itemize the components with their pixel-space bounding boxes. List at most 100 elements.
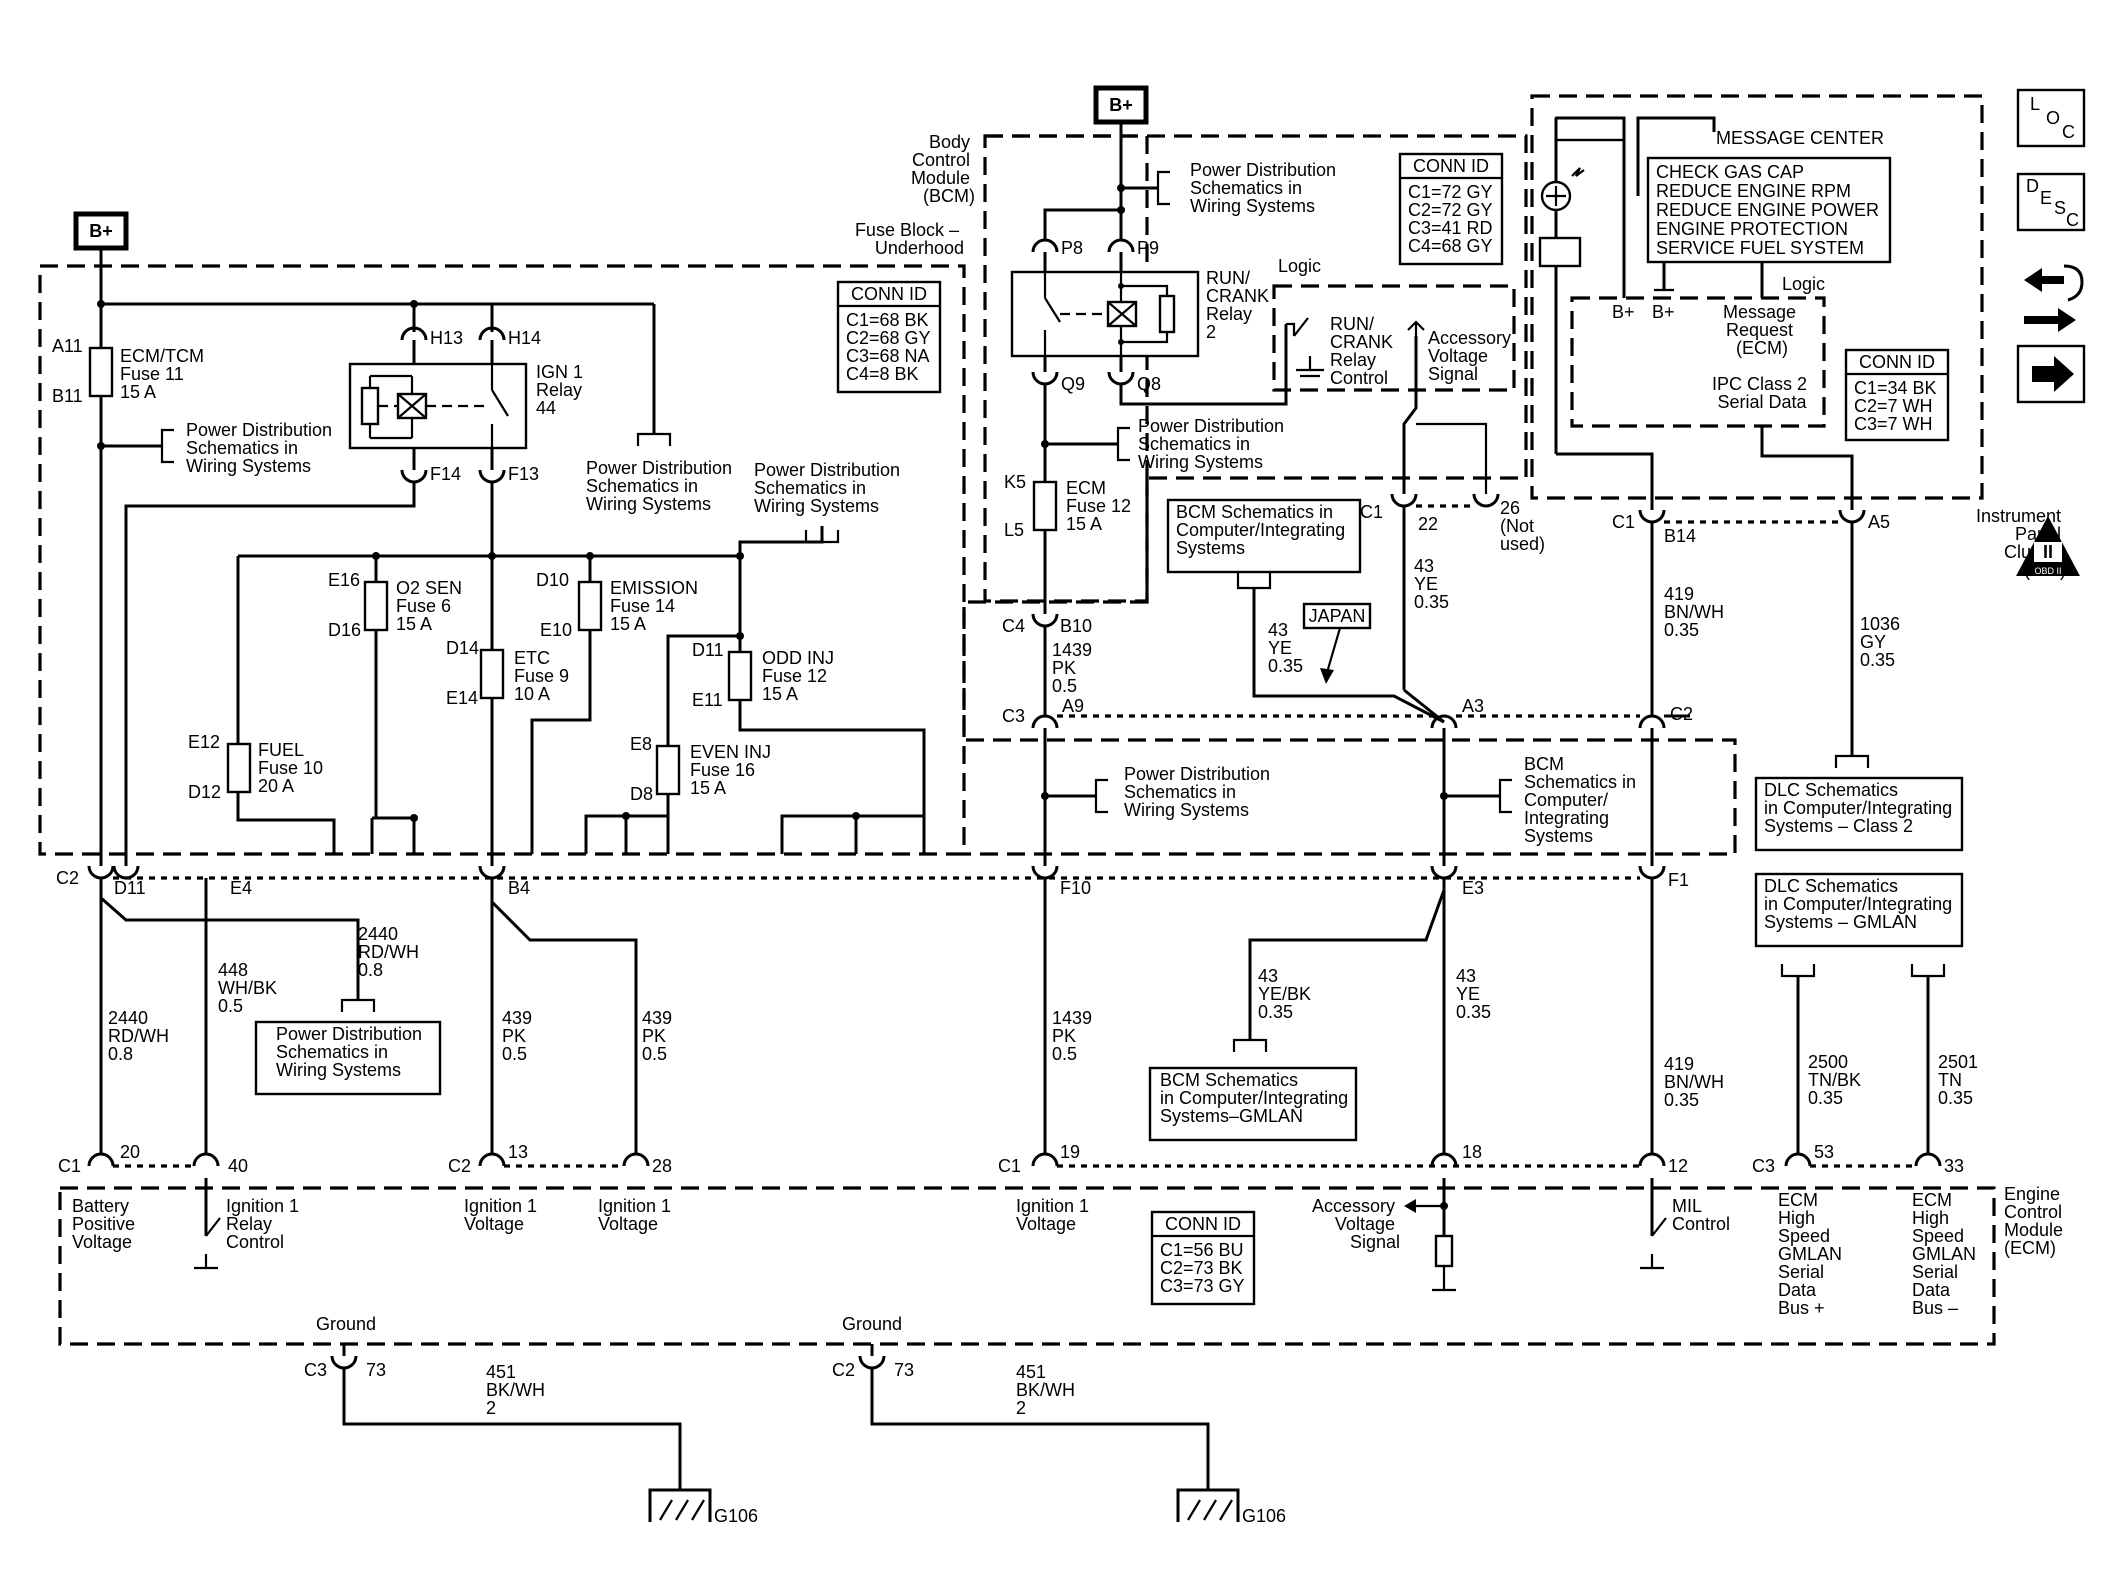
conn-id-box	[1844, 348, 1950, 442]
wire-label: 43 YE 0.35	[1268, 620, 1303, 676]
lower-wire-labels: 2440 RD/WH 0.8 448 WH/BK 0.5 2440 RD/WH …	[108, 924, 1729, 1110]
ground-id: G106	[714, 1506, 758, 1526]
ipc-outline	[1530, 94, 1984, 500]
bcm-content: Power Distribution Schematics in Wiring …	[1004, 152, 1545, 724]
loc-letter: C	[2062, 122, 2075, 142]
wire-label: 1439 PK 0.5	[1052, 640, 1097, 696]
fuse-rating: 15 A	[1066, 514, 1102, 534]
nav-icons: L O C D E S C II OBD II	[2016, 88, 2086, 576]
fuse-rating: 15 A	[762, 684, 798, 704]
conn-id-line: C4=8 BK	[846, 364, 919, 384]
conn-id-line: C2=72 GY	[1408, 200, 1493, 220]
desc-letter: D	[2026, 176, 2039, 196]
conn-id-line: C3=41 RD	[1408, 218, 1493, 238]
desc-button[interactable]: D E S C	[2016, 172, 2086, 232]
pin-label: F10	[1060, 878, 1091, 898]
fuse-name: ECM	[1066, 478, 1106, 498]
pin-label: Q8	[1137, 374, 1161, 394]
fuse-number: Fuse 9	[514, 666, 569, 686]
fuel-fuse	[226, 742, 252, 794]
obd2-icon: II OBD II	[2016, 516, 2080, 576]
pin-label: E4	[230, 878, 252, 898]
conn-id-title: CONN ID	[1165, 1214, 1241, 1234]
fuse-rating: 15 A	[610, 614, 646, 634]
pin-label: 28	[652, 1156, 672, 1176]
conn-id-line: C1=56 BU	[1160, 1240, 1244, 1260]
conn-label: C2	[56, 868, 79, 888]
pin-label: B4	[508, 878, 530, 898]
conn-label: C3	[1752, 1156, 1775, 1176]
fuse-number: Fuse 6	[396, 596, 451, 616]
bcm-ci-ref-short: BCM Schematics in Computer/ Integrating …	[1524, 754, 1641, 846]
wire-label: 451 BK/WH 2	[486, 1362, 550, 1418]
conn-id-line: C1=34 BK	[1854, 378, 1937, 398]
desc-letter: E	[2040, 188, 2052, 208]
o2-sen-fuse	[363, 580, 389, 632]
conn-label: C3	[304, 1360, 327, 1380]
japan-tag	[1302, 602, 1372, 630]
conn-id-line: C2=7 WH	[1854, 396, 1933, 416]
wire-label: 43 YE 0.35	[1414, 556, 1449, 612]
ipc-content: MESSAGE CENTER CHECK GAS CAP REDUCE ENGI…	[1538, 116, 1950, 756]
ecm-pin-text: ECM High Speed GMLAN Serial Data Bus +	[1778, 1190, 1847, 1318]
next-arrow-button[interactable]	[2016, 344, 2086, 404]
pin-out: E14	[446, 688, 478, 708]
fuse-name: ETC	[514, 648, 550, 668]
wire-label: 43 YE 0.35	[1456, 966, 1491, 1022]
connector-end-view-icon[interactable]	[2024, 264, 2084, 332]
pin-label: 33	[1944, 1156, 1964, 1176]
loc-button[interactable]: L O C	[2016, 88, 2086, 148]
pds-ref: Power Distribution Schematics in Wiring …	[1124, 764, 1275, 820]
ecm-connectors: C1 20 40 C2 13 28 C1 19 18 12 C3 53 33 B…	[58, 1142, 1981, 1318]
wire-label: 419 BN/WH 0.35	[1664, 1054, 1729, 1110]
conn-id-box	[1398, 152, 1504, 266]
ecm-pin-text: Battery Positive Voltage	[72, 1196, 140, 1252]
wire-label: 439 PK 0.5	[502, 1008, 537, 1064]
even-inj-fuse	[655, 744, 681, 796]
fuse-rating: 10 A	[514, 684, 550, 704]
bcm-gmlan-ref	[1148, 1066, 1358, 1142]
odd-inj-fuse	[727, 650, 753, 702]
bcm-label: Body Control Module (BCM)	[911, 132, 975, 206]
pin-out: D8	[630, 784, 653, 804]
msg-line: REDUCE ENGINE POWER	[1656, 200, 1879, 220]
conn-label: C2	[832, 1360, 855, 1380]
wire-label: 2500 TN/BK 0.35	[1808, 1052, 1866, 1108]
fuse-block-outline	[38, 264, 966, 856]
pin-label: 73	[894, 1360, 914, 1380]
pin-label: 20	[120, 1142, 140, 1162]
dlc-class2-text: DLC Schematics in Computer/Integrating S…	[1764, 780, 1957, 836]
pds-ref-box	[254, 1020, 442, 1096]
pin-label: B10	[1060, 616, 1092, 636]
pin-label: 26	[1500, 498, 1520, 518]
ecm-pin-text: Ignition 1 Voltage	[464, 1196, 542, 1234]
conn-id-line: C3=68 NA	[846, 346, 930, 366]
ground-id: G106	[1242, 1506, 1286, 1526]
msg-center-display	[1646, 156, 1892, 264]
msg-line: ENGINE PROTECTION	[1656, 219, 1848, 239]
pin-label: H13	[430, 328, 463, 348]
ground-symbol-icon	[1176, 1488, 1240, 1522]
dlc-gmlan-ref	[1754, 872, 1964, 948]
pds-ref: Power Distribution Schematics in Wiring …	[276, 1024, 427, 1080]
pin-in: A11	[52, 336, 83, 356]
pin-in: E12	[188, 732, 220, 752]
pin-label: F1	[1668, 870, 1689, 890]
fuse-number: Fuse 10	[258, 758, 323, 778]
pin-label: D11	[114, 878, 146, 898]
ground-label: Ground	[316, 1314, 376, 1334]
pin-label: 73	[366, 1360, 386, 1380]
ipc-logic-block	[1570, 296, 1826, 428]
conn-label: C1	[998, 1156, 1021, 1176]
logic-label: Logic	[1782, 274, 1825, 294]
conn-label: C2	[448, 1156, 471, 1176]
conn-id-title: CONN ID	[851, 284, 927, 304]
fuse-block-label: Fuse Block – Underhood	[855, 220, 964, 258]
pin-label: 22	[1418, 514, 1438, 534]
pin-out: B11	[52, 386, 83, 406]
wire-label: 2440 RD/WH 0.8	[358, 924, 424, 980]
msg-line: SERVICE FUEL SYSTEM	[1656, 238, 1864, 258]
ecm-pin-text: ECM High Speed GMLAN Serial Data Bus –	[1912, 1190, 1981, 1318]
fuse-number: Fuse 12	[1066, 496, 1131, 516]
relay-name: IGN 1 Relay 44	[536, 362, 588, 418]
